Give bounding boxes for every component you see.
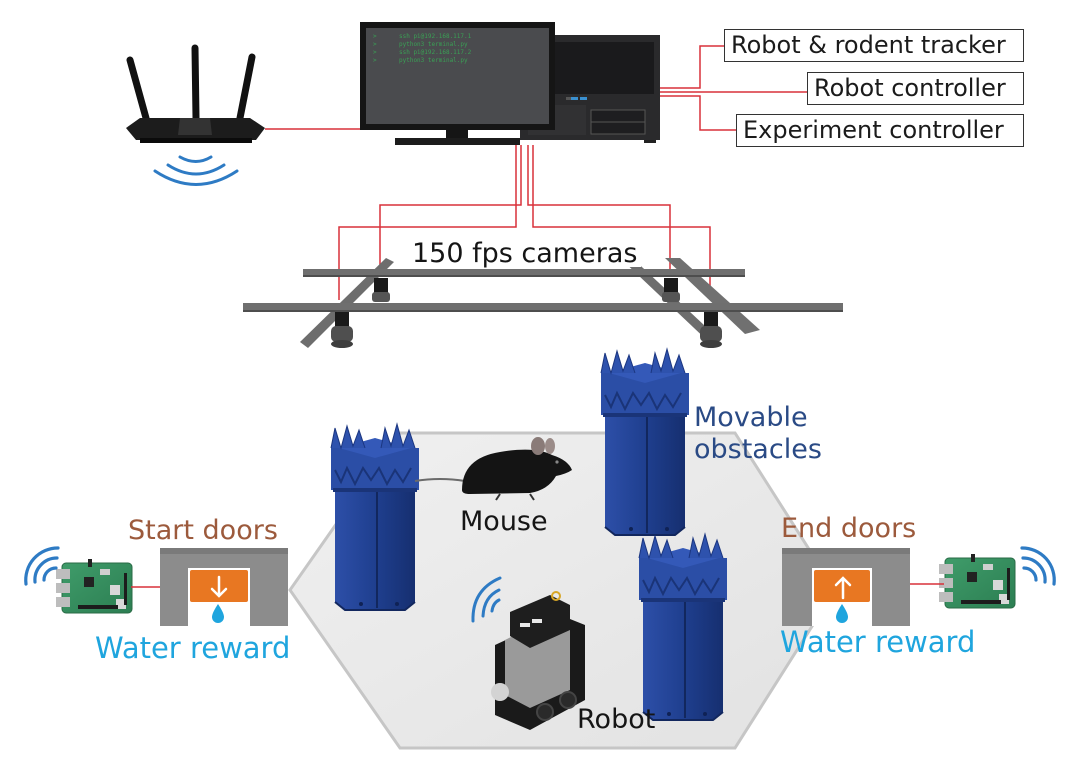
raspberry-pi-board-icon — [55, 558, 133, 614]
raspberry-pi-board-icon — [938, 553, 1016, 609]
water-drop-icon — [212, 604, 224, 623]
computer-to-label-wires — [660, 45, 807, 131]
camera-icon — [331, 278, 722, 348]
start-door — [160, 548, 288, 626]
terminal-line: >python3 terminal.py — [373, 41, 468, 48]
wifi-signal-icon — [471, 576, 502, 623]
wifi-signal-icon — [1020, 546, 1056, 586]
experiment-controller-label: Experiment controller — [736, 114, 1024, 148]
robot-rodent-tracker-label: Robot & rodent tracker — [724, 29, 1024, 63]
obstacles-label-line2: obstacles — [694, 434, 822, 465]
terminal-text: >ssh pi@192.168.117.1 >python3 terminal.… — [373, 33, 471, 65]
camera-rig — [243, 254, 843, 348]
robot-icon — [491, 591, 585, 730]
end-doors-label: End doors — [781, 513, 917, 544]
start-doors-label: Start doors — [128, 515, 278, 546]
router-wifi-signal-icon — [153, 155, 239, 186]
obstacle-tower-icon — [600, 348, 690, 536]
water-reward-left-label: Water reward — [95, 631, 291, 665]
camera-wires — [338, 145, 711, 300]
terminal-line: >ssh pi@192.168.117.2 — [373, 49, 472, 56]
water-reward-right-label: Water reward — [780, 625, 976, 659]
desktop-computer-icon — [360, 22, 660, 145]
obstacle-tower-icon — [638, 533, 728, 721]
obstacles-label: Movable obstacles — [694, 402, 822, 466]
obstacles-label-line1: Movable — [694, 402, 808, 433]
terminal-line: >python3 terminal.py — [373, 57, 468, 64]
terminal-line: >ssh pi@192.168.117.1 — [373, 33, 472, 40]
obstacle-tower-icon — [330, 423, 420, 611]
wifi-router-icon — [126, 44, 265, 143]
robot-controller-label: Robot controller — [807, 72, 1024, 106]
wifi-signal-icon — [24, 546, 60, 586]
cameras-label: 150 fps cameras — [408, 240, 642, 267]
end-door — [782, 548, 910, 626]
water-drop-icon — [836, 604, 848, 623]
robot-label: Robot — [577, 704, 656, 735]
mouse-animal-icon — [414, 437, 572, 501]
mouse-label: Mouse — [460, 506, 548, 537]
